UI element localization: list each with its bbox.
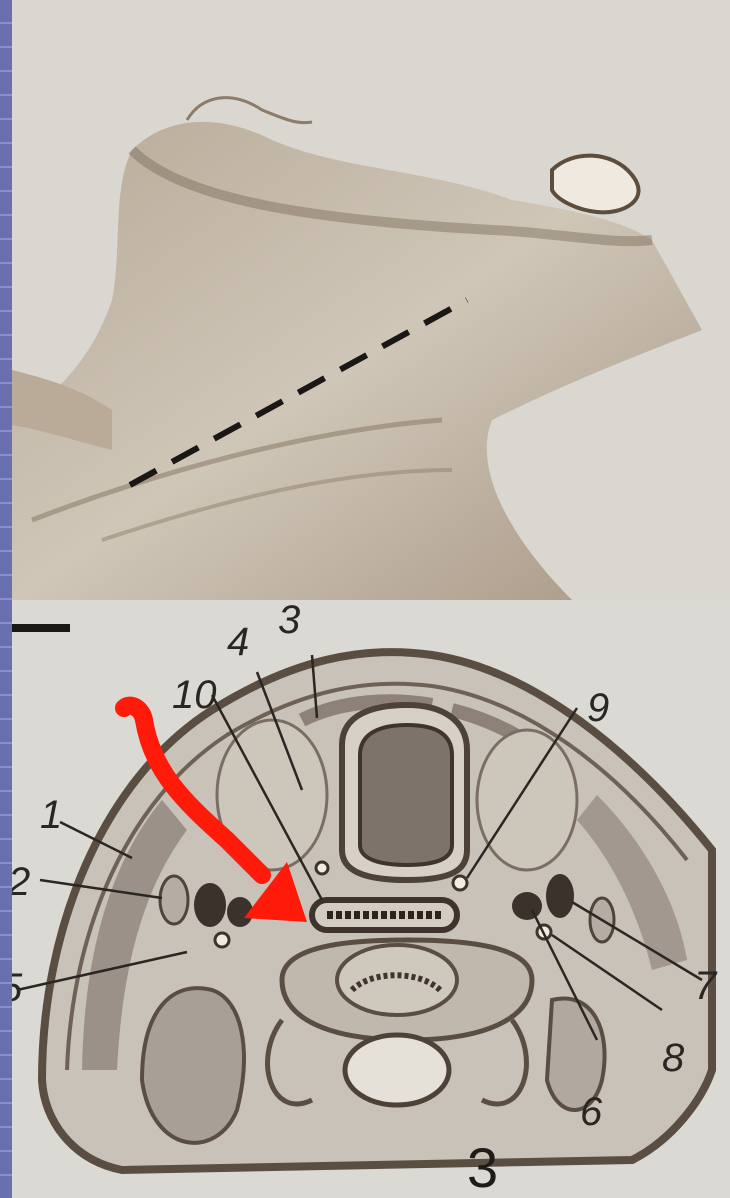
label-3: 3	[278, 600, 300, 640]
right-carotid	[512, 892, 542, 920]
label-2: 2	[12, 862, 30, 902]
larynx-lumen	[360, 725, 452, 865]
slide-border	[0, 0, 12, 1198]
nerve-right	[453, 876, 467, 890]
label-6: 6	[580, 1092, 602, 1132]
vertebral-body	[337, 945, 457, 1015]
label-5: 5	[12, 968, 22, 1008]
cross-section-drawing	[12, 600, 730, 1198]
cross-section-illustration: 1 2 3 4 5 6 7 8 9 10 3	[12, 600, 730, 1198]
label-1: 1	[40, 795, 62, 835]
label-7: 7	[694, 966, 716, 1006]
thyroid-lobe-right	[477, 730, 577, 870]
edge-mark	[12, 624, 70, 632]
spinal-canal	[345, 1035, 449, 1105]
figure-number: 3	[467, 1140, 498, 1196]
label-10: 10	[172, 675, 217, 715]
right-jugular	[546, 874, 574, 918]
neck-illustration	[12, 0, 730, 600]
left-vagus	[215, 933, 229, 947]
left-jugular	[194, 883, 226, 927]
nerve-left	[316, 862, 328, 874]
left-structure	[160, 876, 188, 924]
label-9: 9	[587, 688, 609, 728]
label-4: 4	[227, 622, 249, 662]
deep-muscle-left	[142, 988, 244, 1143]
label-8: 8	[662, 1038, 684, 1078]
neck-drawing	[12, 0, 730, 600]
